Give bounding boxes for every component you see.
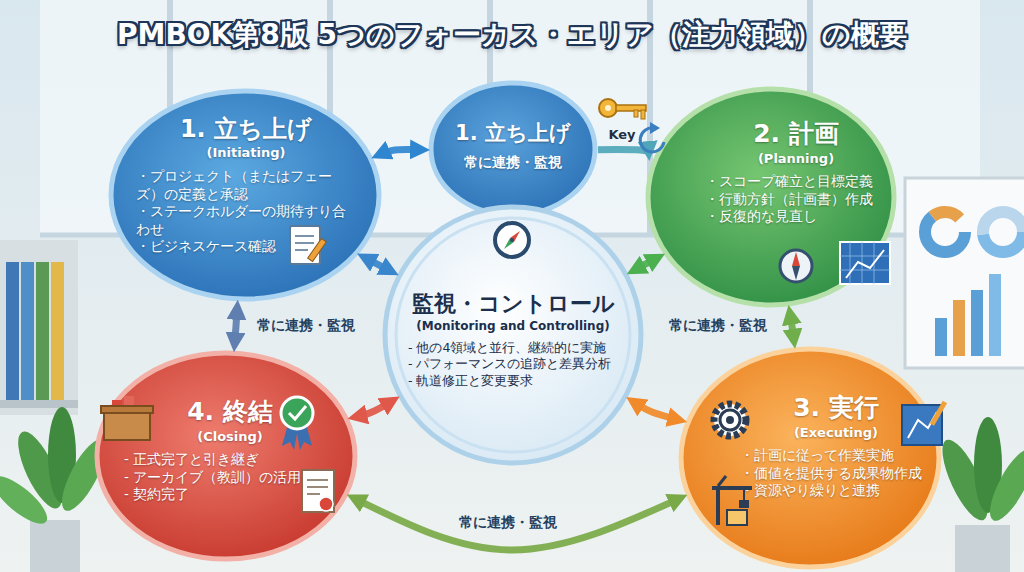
connector-arrow xyxy=(790,313,794,341)
node-heading: 4. 終結 xyxy=(124,396,336,429)
circle-outline xyxy=(382,204,644,466)
whiteboard-chart xyxy=(905,178,1024,368)
node-heading: 1. 立ち上げ xyxy=(136,114,356,145)
connector-arrow xyxy=(634,257,658,270)
whiteboard-chart xyxy=(905,178,1024,368)
connector-arrow xyxy=(355,401,392,417)
bookshelf xyxy=(51,262,64,400)
whiteboard-chart xyxy=(989,274,1001,356)
text-area: 監視・コントロール(Monitoring and Controlling) - 他… xyxy=(398,290,628,389)
bookshelf xyxy=(0,400,78,408)
connector-arrow xyxy=(598,150,649,154)
focus-area-circle: 1. 立ち上げ(Initiating) ・プロジェクト（またはフェーズ）の定義と承… xyxy=(108,88,382,302)
circle-fill xyxy=(681,349,939,567)
node-bullet: ・計画に従って作業実施 xyxy=(740,447,932,465)
focus-area-circle: 1. 立ち上げ常に連携・監視 xyxy=(428,80,598,218)
focus-area-circle: 4. 終結(Closing) - 正式完了と引き継ぎ- アーカイブ（教訓）の活用-… xyxy=(94,350,358,562)
cycle-icon xyxy=(650,122,660,134)
whiteboard-chart xyxy=(953,300,965,356)
node-note: 常に連携・監視 xyxy=(443,153,583,171)
node-subheading: (Monitoring and Controlling) xyxy=(398,319,628,335)
node-bullet: - アーカイブ（教訓）の活用 xyxy=(124,469,336,487)
circle-fill xyxy=(385,207,641,463)
text-area: 4. 終結(Closing) - 正式完了と引き継ぎ- アーカイブ（教訓）の活用-… xyxy=(124,396,336,504)
circle-fill xyxy=(111,91,379,299)
circle-fill xyxy=(431,83,595,215)
plant xyxy=(30,520,80,572)
connector-arrow xyxy=(364,257,391,271)
whiteboard-chart xyxy=(983,212,1023,252)
inner-ring xyxy=(396,218,630,452)
bookshelf xyxy=(21,262,34,400)
node-heading: 監視・コントロール xyxy=(398,290,628,319)
edge-label: 常に連携・監視 xyxy=(459,514,557,532)
text-area: 3. 実行(Executing) ・計画に従って作業実施・価値を提供する成果物作成… xyxy=(740,392,932,500)
node-bullet: - パフォーマンスの追跡と差異分析 xyxy=(398,356,628,372)
bookshelf xyxy=(36,262,49,400)
focus-area-circle: 監視・コントロール(Monitoring and Controlling) - 他… xyxy=(382,204,644,466)
text-area: 1. 立ち上げ常に連携・監視 xyxy=(443,120,583,171)
focus-area-circle: 3. 実行(Executing) ・計画に従って作業実施・価値を提供する成果物作成… xyxy=(678,346,942,570)
node-bullet: - 軌道修正と変更要求 xyxy=(398,373,628,389)
node-bullet: ・ステークホルダーの期待すり合わせ xyxy=(136,203,356,238)
text-area: 1. 立ち上げ(Initiating) ・プロジェクト（またはフェーズ）の定義と承… xyxy=(136,114,356,256)
key-icon xyxy=(641,110,645,119)
whiteboard-chart xyxy=(925,212,965,252)
node-heading: 2. 計画 xyxy=(705,118,887,151)
bookshelf xyxy=(0,240,78,415)
whiteboard-chart xyxy=(925,212,965,252)
node-bullet: ・スコープ確立と目標定義 xyxy=(705,173,887,191)
key-icon xyxy=(616,105,646,111)
node-bullet: ・行動方針（計画書）作成 xyxy=(705,191,887,209)
node-subheading: (Executing) xyxy=(740,425,932,442)
node-bullet: ・資源やり繰りと連携 xyxy=(740,482,932,500)
focus-area-circle: 2. 計画(Planning) ・スコープ確立と目標定義・行動方針（計画書）作成・… xyxy=(645,86,897,308)
node-heading: 1. 立ち上げ xyxy=(443,120,583,147)
connector-arrow xyxy=(379,149,422,154)
key-icon xyxy=(605,105,611,111)
circle-outline xyxy=(428,80,598,218)
edge-label: 常に連携・監視 xyxy=(257,317,355,335)
plant xyxy=(955,525,1010,572)
key-icon xyxy=(634,110,638,117)
whiteboard-chart xyxy=(983,212,1023,252)
plant xyxy=(0,469,54,531)
bookshelf xyxy=(6,262,19,400)
text-area: 2. 計画(Planning) ・スコープ確立と目標定義・行動方針（計画書）作成・… xyxy=(705,118,887,226)
bookshelf xyxy=(0,240,78,415)
key-icon xyxy=(599,99,617,117)
key-icon xyxy=(599,99,646,119)
node-bullet: ・プロジェクト（またはフェーズ）の定義と承認 xyxy=(136,168,356,203)
title-text: PMBOK第8版 5つのフォーカス・エリア（注力領域）の概要 xyxy=(0,16,1024,54)
node-bullet: - 他の4領域と並行、継続的に実施 xyxy=(398,340,628,356)
node-bullet: - 正式完了と引き継ぎ xyxy=(124,451,336,469)
node-subheading: (Initiating) xyxy=(136,145,356,162)
circle-fill xyxy=(97,353,355,559)
node-bullet: ・ビジネスケース確認 xyxy=(136,238,356,256)
icon-label: Key xyxy=(608,127,635,142)
connector-arrow xyxy=(354,498,680,550)
whiteboard-chart xyxy=(971,290,983,356)
node-bullet: - 契約完了 xyxy=(124,486,336,504)
node-subheading: (Planning) xyxy=(705,151,887,168)
edge-label: 常に連携・監視 xyxy=(669,317,767,335)
node-subheading: (Closing) xyxy=(124,429,336,446)
whiteboard-chart xyxy=(935,318,947,356)
circle-fill xyxy=(648,89,894,305)
node-heading: 3. 実行 xyxy=(740,392,932,425)
node-bullet: ・価値を提供する成果物作成 xyxy=(740,465,932,483)
connector-arrow xyxy=(235,308,238,344)
plant xyxy=(982,444,1024,527)
connector-arrow xyxy=(633,401,680,420)
node-bullet: ・反復的な見直し xyxy=(705,208,887,226)
